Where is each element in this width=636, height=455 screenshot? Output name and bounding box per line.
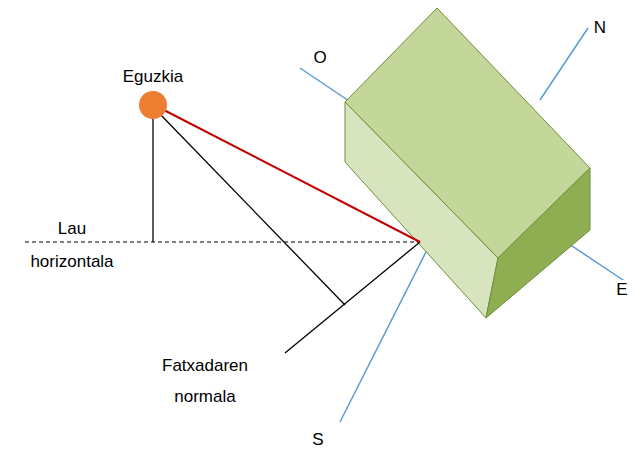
label-text: Lau horizontala (30, 219, 113, 271)
building-side (486, 168, 590, 318)
normal-label: Fatxadaren normala (149, 350, 261, 412)
west-axis (300, 68, 352, 103)
facade-normal (285, 242, 420, 353)
sun-disc (139, 91, 167, 119)
direction-label: S (303, 430, 333, 450)
plane-label: Lau horizontala (17, 212, 127, 278)
sun-vertical (152, 118, 153, 242)
sun-projection (158, 112, 345, 305)
label-text: N (594, 18, 606, 37)
label-text: O (313, 48, 326, 67)
label-text: Fatxadaren normala (162, 356, 248, 406)
direction-label: E (610, 280, 634, 300)
sun-ray (160, 108, 420, 242)
direction-label: N (585, 18, 615, 38)
sun-shape (138, 90, 168, 120)
label-text: E (616, 280, 627, 299)
label-text: S (312, 430, 323, 449)
horizontal-plane (25, 242, 420, 243)
direction-label: O (305, 48, 335, 68)
sun-circle: Eguzkia (138, 90, 168, 120)
sun-label: Eguzkia (123, 67, 183, 87)
north-axis (540, 28, 588, 100)
